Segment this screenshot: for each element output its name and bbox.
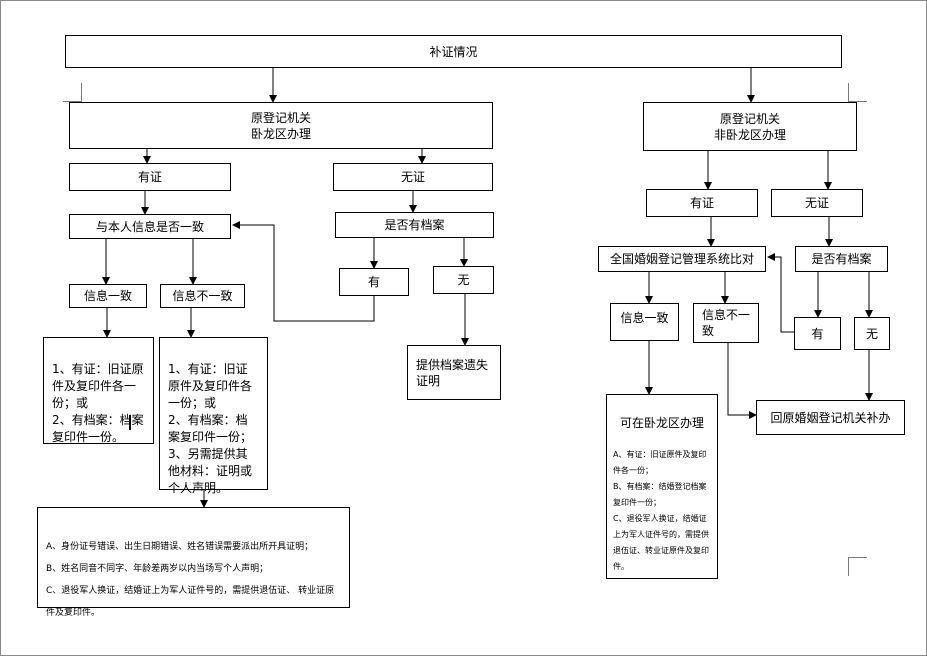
left-has-archive-question-box: 是否有档案	[335, 212, 494, 238]
right-info-match-label: 信息一致	[620, 311, 669, 325]
text-cursor	[129, 415, 131, 430]
right-authority-label: 原登记机关 非卧龙区办理	[713, 111, 786, 142]
left-mismatch-docs-text: 1、有证：旧证原件及复印件各一份；或 2、有档案：档案复印件一份； 3、另需提供…	[168, 362, 253, 495]
margin-corner-top-left	[63, 83, 82, 102]
left-has-cert-label: 有证	[137, 170, 162, 184]
right-no-cert-label: 无证	[804, 196, 829, 210]
left-no-cert-label: 无证	[400, 170, 425, 184]
right-has-cert-box: 有证	[646, 189, 758, 217]
right-no-cert-box: 无证	[771, 189, 863, 217]
right-compare-label: 全国婚姻登记管理系统比对	[609, 252, 754, 266]
right-return-label: 回原婚姻登记机关补办	[770, 410, 891, 425]
left-has-cert-box: 有证	[69, 163, 231, 191]
right-archive-no-box: 无	[854, 317, 890, 350]
root-label: 补证情况	[429, 44, 478, 59]
right-info-mismatch-label: 信息不一 致	[702, 308, 751, 338]
left-check-info-box: 与本人信息是否一致	[69, 214, 231, 239]
right-return-box: 回原婚姻登记机关补办	[756, 400, 905, 435]
left-check-info-label: 与本人信息是否一致	[95, 219, 204, 234]
right-has-archive-question-label: 是否有档案	[811, 252, 872, 266]
left-archive-yes-box: 有	[339, 268, 409, 296]
left-match-docs-box: 1、有证：旧证原件及复印件各一份；或 2、有档案：档案复印件一份。	[43, 337, 154, 444]
margin-corner-top-right	[848, 83, 867, 102]
left-info-match-box: 信息一致	[69, 284, 147, 308]
left-info-mismatch-label: 信息不一致	[172, 289, 233, 303]
right-archive-yes-box: 有	[794, 317, 841, 350]
left-archive-yes-label: 有	[367, 275, 380, 289]
margin-corner-bottom-right	[848, 557, 867, 576]
left-lost-proof-label: 提供档案遗失 证明	[416, 357, 489, 388]
right-info-match-box: 信息一致	[610, 303, 679, 341]
left-notes-text: A、身份证号错误、出生日期错误、姓名错误需要派出所开具证明； B、姓名同音不同字…	[46, 542, 335, 618]
left-notes-box: A、身份证号错误、出生日期错误、姓名错误需要派出所开具证明； B、姓名同音不同字…	[37, 507, 350, 618]
right-wolong-box: 可在卧龙区办理 A、有证：旧证原件及复印件各一份； B、有档案：结婚登记档案复印…	[606, 394, 718, 579]
right-archive-yes-label: 有	[811, 326, 824, 341]
right-compare-box: 全国婚姻登记管理系统比对	[598, 246, 766, 272]
left-authority-label: 原登记机关 卧龙区办理	[250, 110, 311, 141]
left-no-cert-box: 无证	[333, 163, 493, 191]
right-wolong-title: 可在卧龙区办理	[619, 416, 704, 430]
left-info-mismatch-box: 信息不一致	[160, 284, 245, 308]
left-info-match-label: 信息一致	[83, 289, 132, 303]
left-authority-box: 原登记机关 卧龙区办理	[69, 102, 493, 149]
root-box: 补证情况	[65, 35, 842, 68]
right-authority-box: 原登记机关 非卧龙区办理	[643, 102, 857, 151]
right-archive-no-label: 无	[865, 326, 878, 341]
left-archive-no-box: 无	[433, 266, 494, 294]
right-info-mismatch-box: 信息不一 致	[693, 303, 759, 343]
left-archive-no-label: 无	[457, 273, 470, 287]
left-lost-proof-box: 提供档案遗失 证明	[407, 345, 501, 400]
left-match-docs-text: 1、有证：旧证原件及复印件各一份；或 2、有档案：档案复印件一份。	[52, 362, 144, 444]
right-wolong-docs: A、有证：旧证原件及复印件各一份； B、有档案：结婚登记档案复印件一份； C、退…	[613, 450, 709, 571]
right-has-cert-label: 有证	[689, 196, 714, 210]
right-has-archive-question-box: 是否有档案	[795, 246, 888, 272]
left-has-archive-question-label: 是否有档案	[384, 218, 445, 232]
left-mismatch-docs-box: 1、有证：旧证原件及复印件各一份；或 2、有档案：档案复印件一份； 3、另需提供…	[159, 337, 268, 495]
